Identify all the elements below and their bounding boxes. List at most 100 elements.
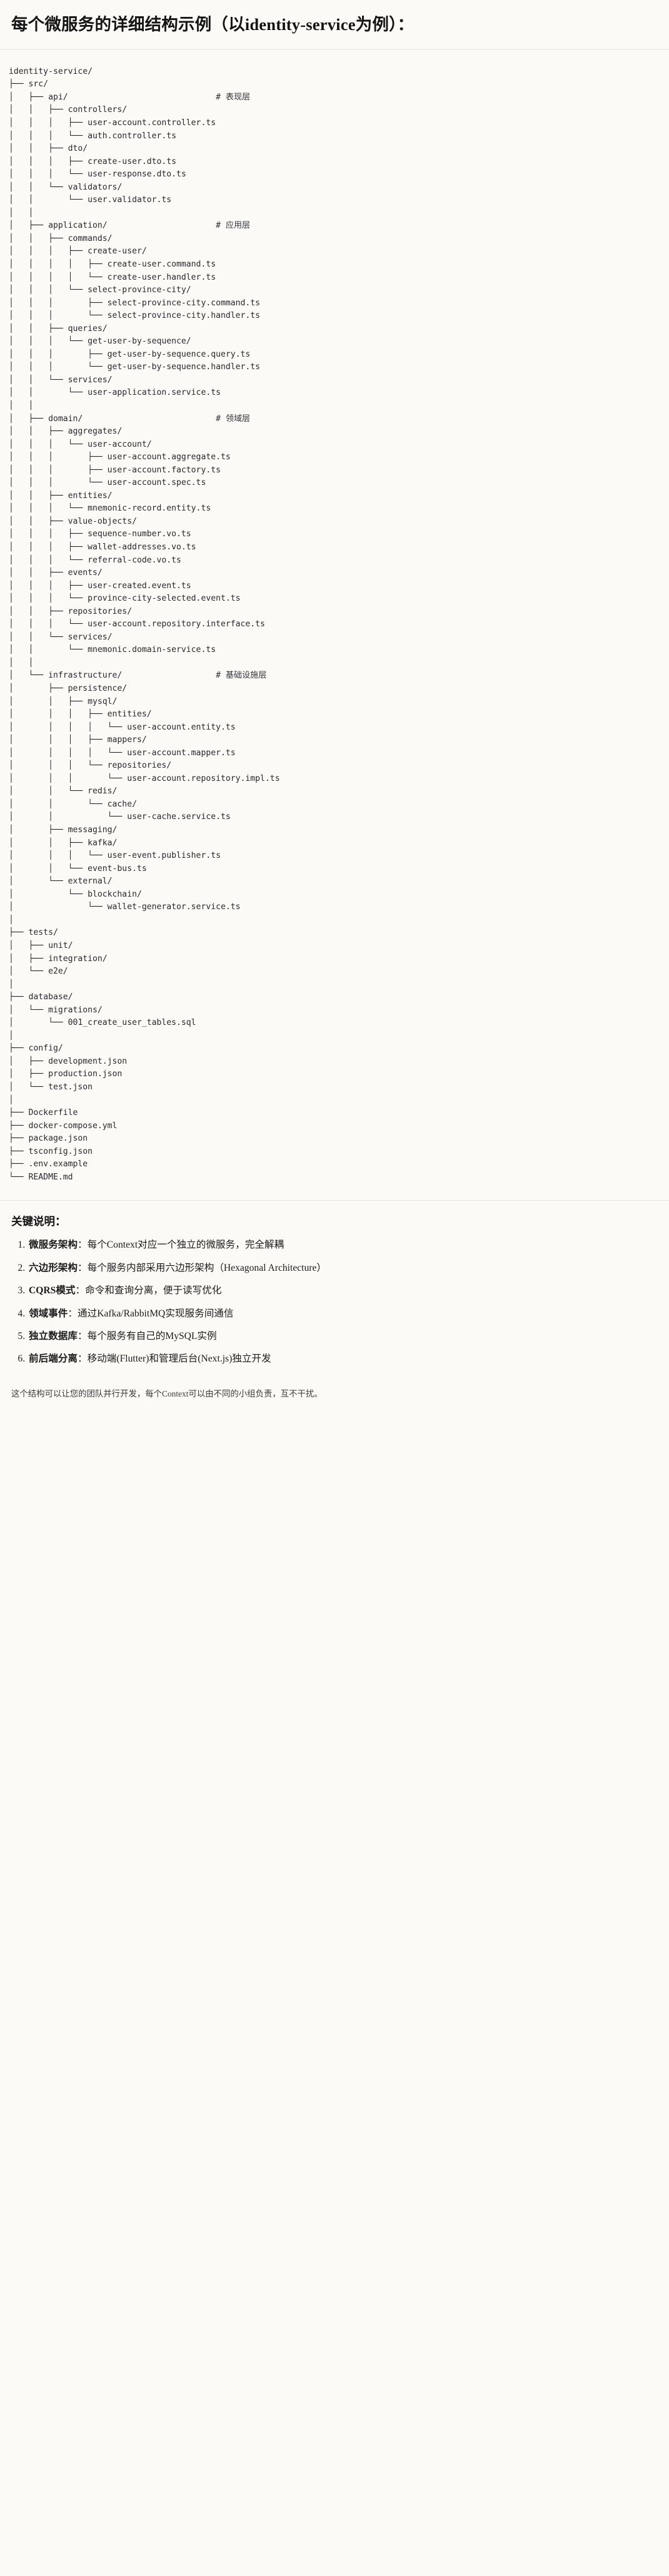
- key-point-term: 六边形架构: [29, 1262, 78, 1273]
- tree-line: │ │ │ ├── create-user.dto.ts: [9, 156, 177, 166]
- tree-line: │ │ │ └── province-city-selected.event.t…: [9, 594, 241, 604]
- tree-line: │ │ │ ├── mappers/: [9, 735, 147, 745]
- tree-line: │ │ │ ├── user-account.aggregate.ts: [9, 452, 231, 462]
- tree-line: │ │ │ ├── entities/: [9, 710, 152, 720]
- tree-line: │ ├── persistence/: [9, 684, 128, 694]
- tree-line: │ └── e2e/: [9, 967, 68, 977]
- tree-line: │ │ │ └── get-user-by-sequence.handler.t…: [9, 362, 261, 372]
- tree-line: │ │ └── user-application.service.ts: [9, 388, 221, 398]
- key-point-item: 微服务架构：每个Context对应一个独立的微服务，完全解耦: [28, 1238, 658, 1252]
- key-point-item: 前后端分离：移动端(Flutter)和管理后台(Next.js)独立开发: [28, 1352, 658, 1366]
- tree-line: │ │ │ ├── sequence-number.vo.ts: [9, 529, 191, 539]
- tree-line: │ └── migrations/: [9, 1005, 103, 1015]
- key-point-separator: ：: [77, 1240, 88, 1251]
- key-point-separator: ：: [77, 1262, 88, 1273]
- key-point-item: CQRS模式：命令和查询分离，便于读写优化: [28, 1283, 658, 1298]
- tree-line-comment: # 领域层: [216, 414, 251, 424]
- tree-line: │ ├── api/ # 表现层: [9, 91, 669, 104]
- tree-line: │ │ ├── controllers/: [9, 105, 128, 115]
- tree-line: │ │ │ │ ├── create-user.command.ts: [9, 259, 216, 269]
- tree-line-path: │ ├── application/: [9, 221, 216, 231]
- tree-line: │ ├── application/ # 应用层: [9, 220, 669, 233]
- tree-line: identity-service/: [9, 66, 93, 76]
- tree-line: ├── config/: [9, 1044, 63, 1054]
- tree-line-comment: # 表现层: [216, 92, 251, 102]
- tree-line: │ │ │ └── get-user-by-sequence/: [9, 337, 191, 347]
- key-point-item: 六边形架构：每个服务内部采用六边形架构（Hexagonal Architectu…: [28, 1261, 658, 1275]
- key-point-separator: ：: [77, 1353, 88, 1365]
- key-point-item: 独立数据库：每个服务有自己的MySQL实例: [28, 1329, 658, 1343]
- tree-line-path: │ └── infrastructure/: [9, 671, 216, 681]
- tree-line: ├── tests/: [9, 928, 58, 938]
- tree-line: │ └── wallet-generator.service.ts: [9, 902, 241, 912]
- tree-line: │ │ ├── mysql/: [9, 696, 118, 706]
- tree-line: │ │ └── services/: [9, 632, 113, 642]
- tree-line: │ │ ├── value-objects/: [9, 516, 137, 526]
- tree-line: │ │ ├── commands/: [9, 233, 113, 243]
- tree-line: │ │ │ └── user-account.spec.ts: [9, 478, 206, 488]
- key-point-description: 移动端(Flutter)和管理后台(Next.js)独立开发: [87, 1353, 271, 1365]
- tree-line: │ │ │ └── select-province-city.handler.t…: [9, 311, 261, 321]
- tree-line: │ │ ├── repositories/: [9, 606, 133, 616]
- tree-line: ├── Dockerfile: [9, 1108, 78, 1118]
- page-title: 每个微服务的详细结构示例（以identity-service为例）：: [0, 0, 669, 49]
- directory-tree-block: identity-service/├── src/│ ├── api/ # 表现…: [0, 49, 669, 1201]
- tree-line: │ └── blockchain/: [9, 889, 142, 899]
- tree-line: │ └── 001_create_user_tables.sql: [9, 1018, 196, 1028]
- tree-line: ├── database/: [9, 992, 73, 1002]
- tree-line: │ │ │ └── mnemonic-record.entity.ts: [9, 504, 211, 514]
- tree-line-path: │ ├── domain/: [9, 414, 216, 424]
- tree-line: │ │ └── validators/: [9, 182, 123, 192]
- key-point-term: 独立数据库: [29, 1330, 78, 1341]
- tree-line-path: │ ├── api/: [9, 92, 216, 102]
- tree-line: │ │ ├── entities/: [9, 491, 113, 501]
- tree-line: │ │: [9, 400, 34, 410]
- key-point-term: 领域事件: [29, 1308, 68, 1319]
- tree-line: │ │ │ ├── select-province-city.command.t…: [9, 298, 261, 308]
- tree-line: │: [9, 979, 14, 989]
- tree-line: │ │ └── mnemonic.domain-service.ts: [9, 645, 216, 655]
- tree-line: │ │ │ ├── user-account.factory.ts: [9, 465, 221, 475]
- closing-note: 这个结构可以让您的团队并行开发，每个Context可以由不同的小组负责，互不干扰…: [11, 1388, 323, 1398]
- tree-line: │ │: [9, 208, 34, 218]
- key-point-term: 微服务架构: [29, 1240, 78, 1251]
- tree-line: │ │ │ │ └── user-account.mapper.ts: [9, 748, 236, 758]
- tree-line: │ ├── development.json: [9, 1056, 128, 1066]
- tree-line: │ │ │ └── user-event.publisher.ts: [9, 851, 221, 861]
- tree-line: │ └── infrastructure/ # 基础设施层: [9, 669, 669, 683]
- key-point-description: 每个Context对应一个独立的微服务，完全解耦: [87, 1240, 284, 1251]
- tree-line: │ ├── integration/: [9, 954, 108, 964]
- tree-line: ├── package.json: [9, 1134, 88, 1144]
- tree-line: │ │ │ └── select-province-city/: [9, 285, 191, 295]
- tree-line: │ ├── messaging/: [9, 825, 118, 835]
- tree-line: │ │ ├── aggregates/: [9, 427, 123, 437]
- tree-line: │ │ └── services/: [9, 375, 113, 385]
- document-page: 每个微服务的详细结构示例（以identity-service为例）： ident…: [0, 0, 669, 1417]
- tree-line: │ │ │ ├── user-account.controller.ts: [9, 118, 216, 128]
- tree-line: ├── tsconfig.json: [9, 1146, 93, 1156]
- tree-line: │ │ │ ├── user-created.event.ts: [9, 581, 191, 591]
- tree-line: │ │ │ ├── get-user-by-sequence.query.ts: [9, 349, 251, 359]
- tree-line: │ ├── unit/: [9, 940, 73, 950]
- tree-line: │ │ │ └── repositories/: [9, 761, 172, 771]
- tree-line: │ │ └── user-cache.service.ts: [9, 812, 231, 822]
- key-point-separator: ：: [68, 1308, 78, 1319]
- tree-line: │ └── external/: [9, 877, 113, 887]
- tree-line: │: [9, 915, 14, 925]
- tree-line: │ │ ├── kafka/: [9, 838, 118, 848]
- tree-line: │ │ ├── queries/: [9, 323, 108, 333]
- tree-line: │ │ └── user.validator.ts: [9, 195, 172, 205]
- tree-line: │ └── test.json: [9, 1082, 93, 1092]
- tree-line: │ │ │ └── auth.controller.ts: [9, 131, 177, 141]
- tree-line: │ │ │ ├── create-user/: [9, 247, 147, 257]
- tree-line: │ ├── domain/ # 领域层: [9, 413, 669, 426]
- key-point-description: 每个服务内部采用六边形架构（Hexagonal Architecture）: [87, 1262, 327, 1273]
- tree-line-comment: # 基础设施层: [216, 671, 267, 681]
- tree-line: │ │ │ │ └── create-user.handler.ts: [9, 272, 216, 282]
- tree-line: │ │ │ └── user-response.dto.ts: [9, 170, 186, 180]
- tree-line: │ │ │ │ └── user-account.entity.ts: [9, 722, 236, 732]
- key-points-title: 关键说明：: [11, 1215, 66, 1228]
- tree-line: │ │ ├── dto/: [9, 144, 88, 154]
- tree-line: │ │ │ ├── wallet-addresses.vo.ts: [9, 542, 196, 552]
- tree-line: │: [9, 1095, 14, 1105]
